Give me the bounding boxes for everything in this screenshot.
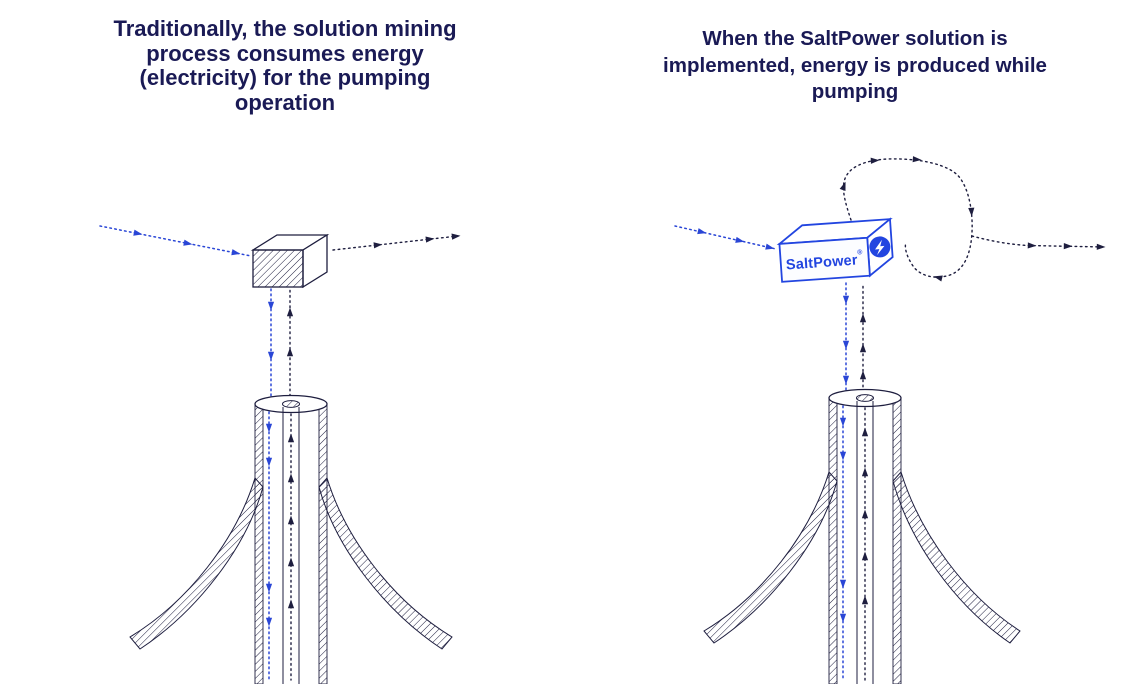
flow-annulus-down [839,405,847,681]
casing-wall-right [318,404,328,684]
well [129,394,453,684]
flow-annulus-down [265,411,273,681]
title-line: operation [234,89,336,115]
casing-wall-left [254,404,264,684]
title-line: process consumes energy [146,40,424,66]
flow-energy-out [971,235,1106,251]
title-line: Traditionally, the solution mining [113,16,457,41]
flow-up-from-well [286,288,294,397]
casing-wall-left [828,398,838,684]
flow-tube-up [287,413,295,681]
title-line: implemented, energy is produced while [663,53,1047,77]
casing-wall-right [892,398,902,684]
title-line: (electricity) for the pumping [139,65,431,91]
cavern-wall-left [129,477,264,650]
saltpower-box: SaltPower ® [776,217,894,283]
flow-tube-up [861,407,869,681]
panel-traditional: Traditionally, the solution mining proce… [30,16,540,684]
saltpower-box-front [778,236,871,283]
traditional-diagram [99,225,461,684]
well [703,388,1021,684]
pump-box [250,233,330,289]
pump-box-front [252,249,304,288]
panel-title-saltpower: When the SaltPower solution is implement… [600,26,1110,106]
cavern-wall-left [703,471,838,644]
flow-water-in [99,225,252,257]
flow-water-in [674,225,777,252]
flow-down-to-well [842,282,850,393]
flow-down-to-well [267,288,275,397]
energy-bolt-icon [869,236,891,258]
cavern-wall-right [318,477,453,650]
title-line: When the SaltPower solution is [702,27,1008,50]
saltpower-diagram: SaltPower ® [674,156,1106,684]
panel-saltpower: When the SaltPower solution is implement… [570,0,1140,684]
cavern-wall-right [892,471,1021,644]
panel-title-traditional: Traditionally, the solution mining proce… [30,16,540,116]
title-line: pumping [811,80,899,104]
saltpower-label-mark: ® [857,248,864,256]
energy-loop [839,156,975,282]
flow-up-from-well [859,282,867,393]
inner-tube-opening [856,394,874,402]
saltpower-label: SaltPower [785,253,858,274]
flow-brine-out [332,232,461,251]
inner-tube-opening [282,400,300,408]
